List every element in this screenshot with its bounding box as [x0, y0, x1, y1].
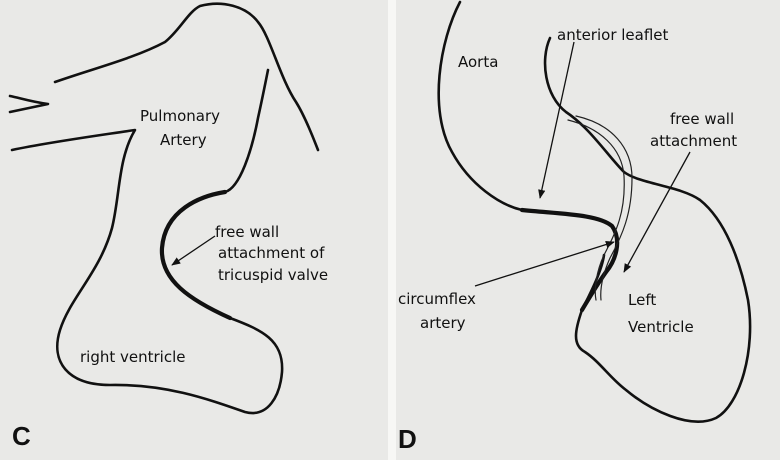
- label-attachment-of: attachment of: [218, 244, 325, 262]
- pulmonary-artery-upper-outline: [55, 4, 318, 150]
- label-artery-d: artery: [420, 314, 466, 332]
- label-right-ventricle: right ventricle: [80, 348, 185, 366]
- label-circumflex: circumflex: [398, 290, 476, 308]
- label-left: Left: [628, 291, 656, 309]
- label-ventricle: Ventricle: [628, 318, 694, 336]
- free-wall-attachment-pointer-d: [624, 152, 690, 272]
- panel-c: Pulmonary Artery free wall attachment of…: [10, 4, 328, 451]
- panel-d: Aorta anterior leaflet free wall attachm…: [398, 2, 750, 454]
- free-wall-attachment-pointer: [172, 236, 215, 265]
- label-free-wall-d: free wall: [670, 110, 734, 128]
- panel-letter-c: C: [12, 421, 31, 451]
- label-attachment: attachment: [650, 132, 737, 150]
- label-aorta: Aorta: [458, 53, 498, 71]
- aorta-outer-outline: [439, 2, 522, 210]
- circumflex-artery-pointer: [475, 242, 614, 286]
- panel-letter-d: D: [398, 424, 417, 454]
- label-pulmonary: Pulmonary: [140, 107, 220, 125]
- circumflex-artery-vessel-b: [576, 116, 632, 300]
- label-tricuspid-valve: tricuspid valve: [218, 266, 328, 284]
- circumflex-artery-vessel-a: [568, 120, 624, 300]
- label-artery: Artery: [160, 131, 207, 149]
- left-branch-outline: [10, 96, 48, 112]
- label-anterior-leaflet: anterior leaflet: [557, 26, 669, 44]
- label-free-wall: free wall: [215, 223, 279, 241]
